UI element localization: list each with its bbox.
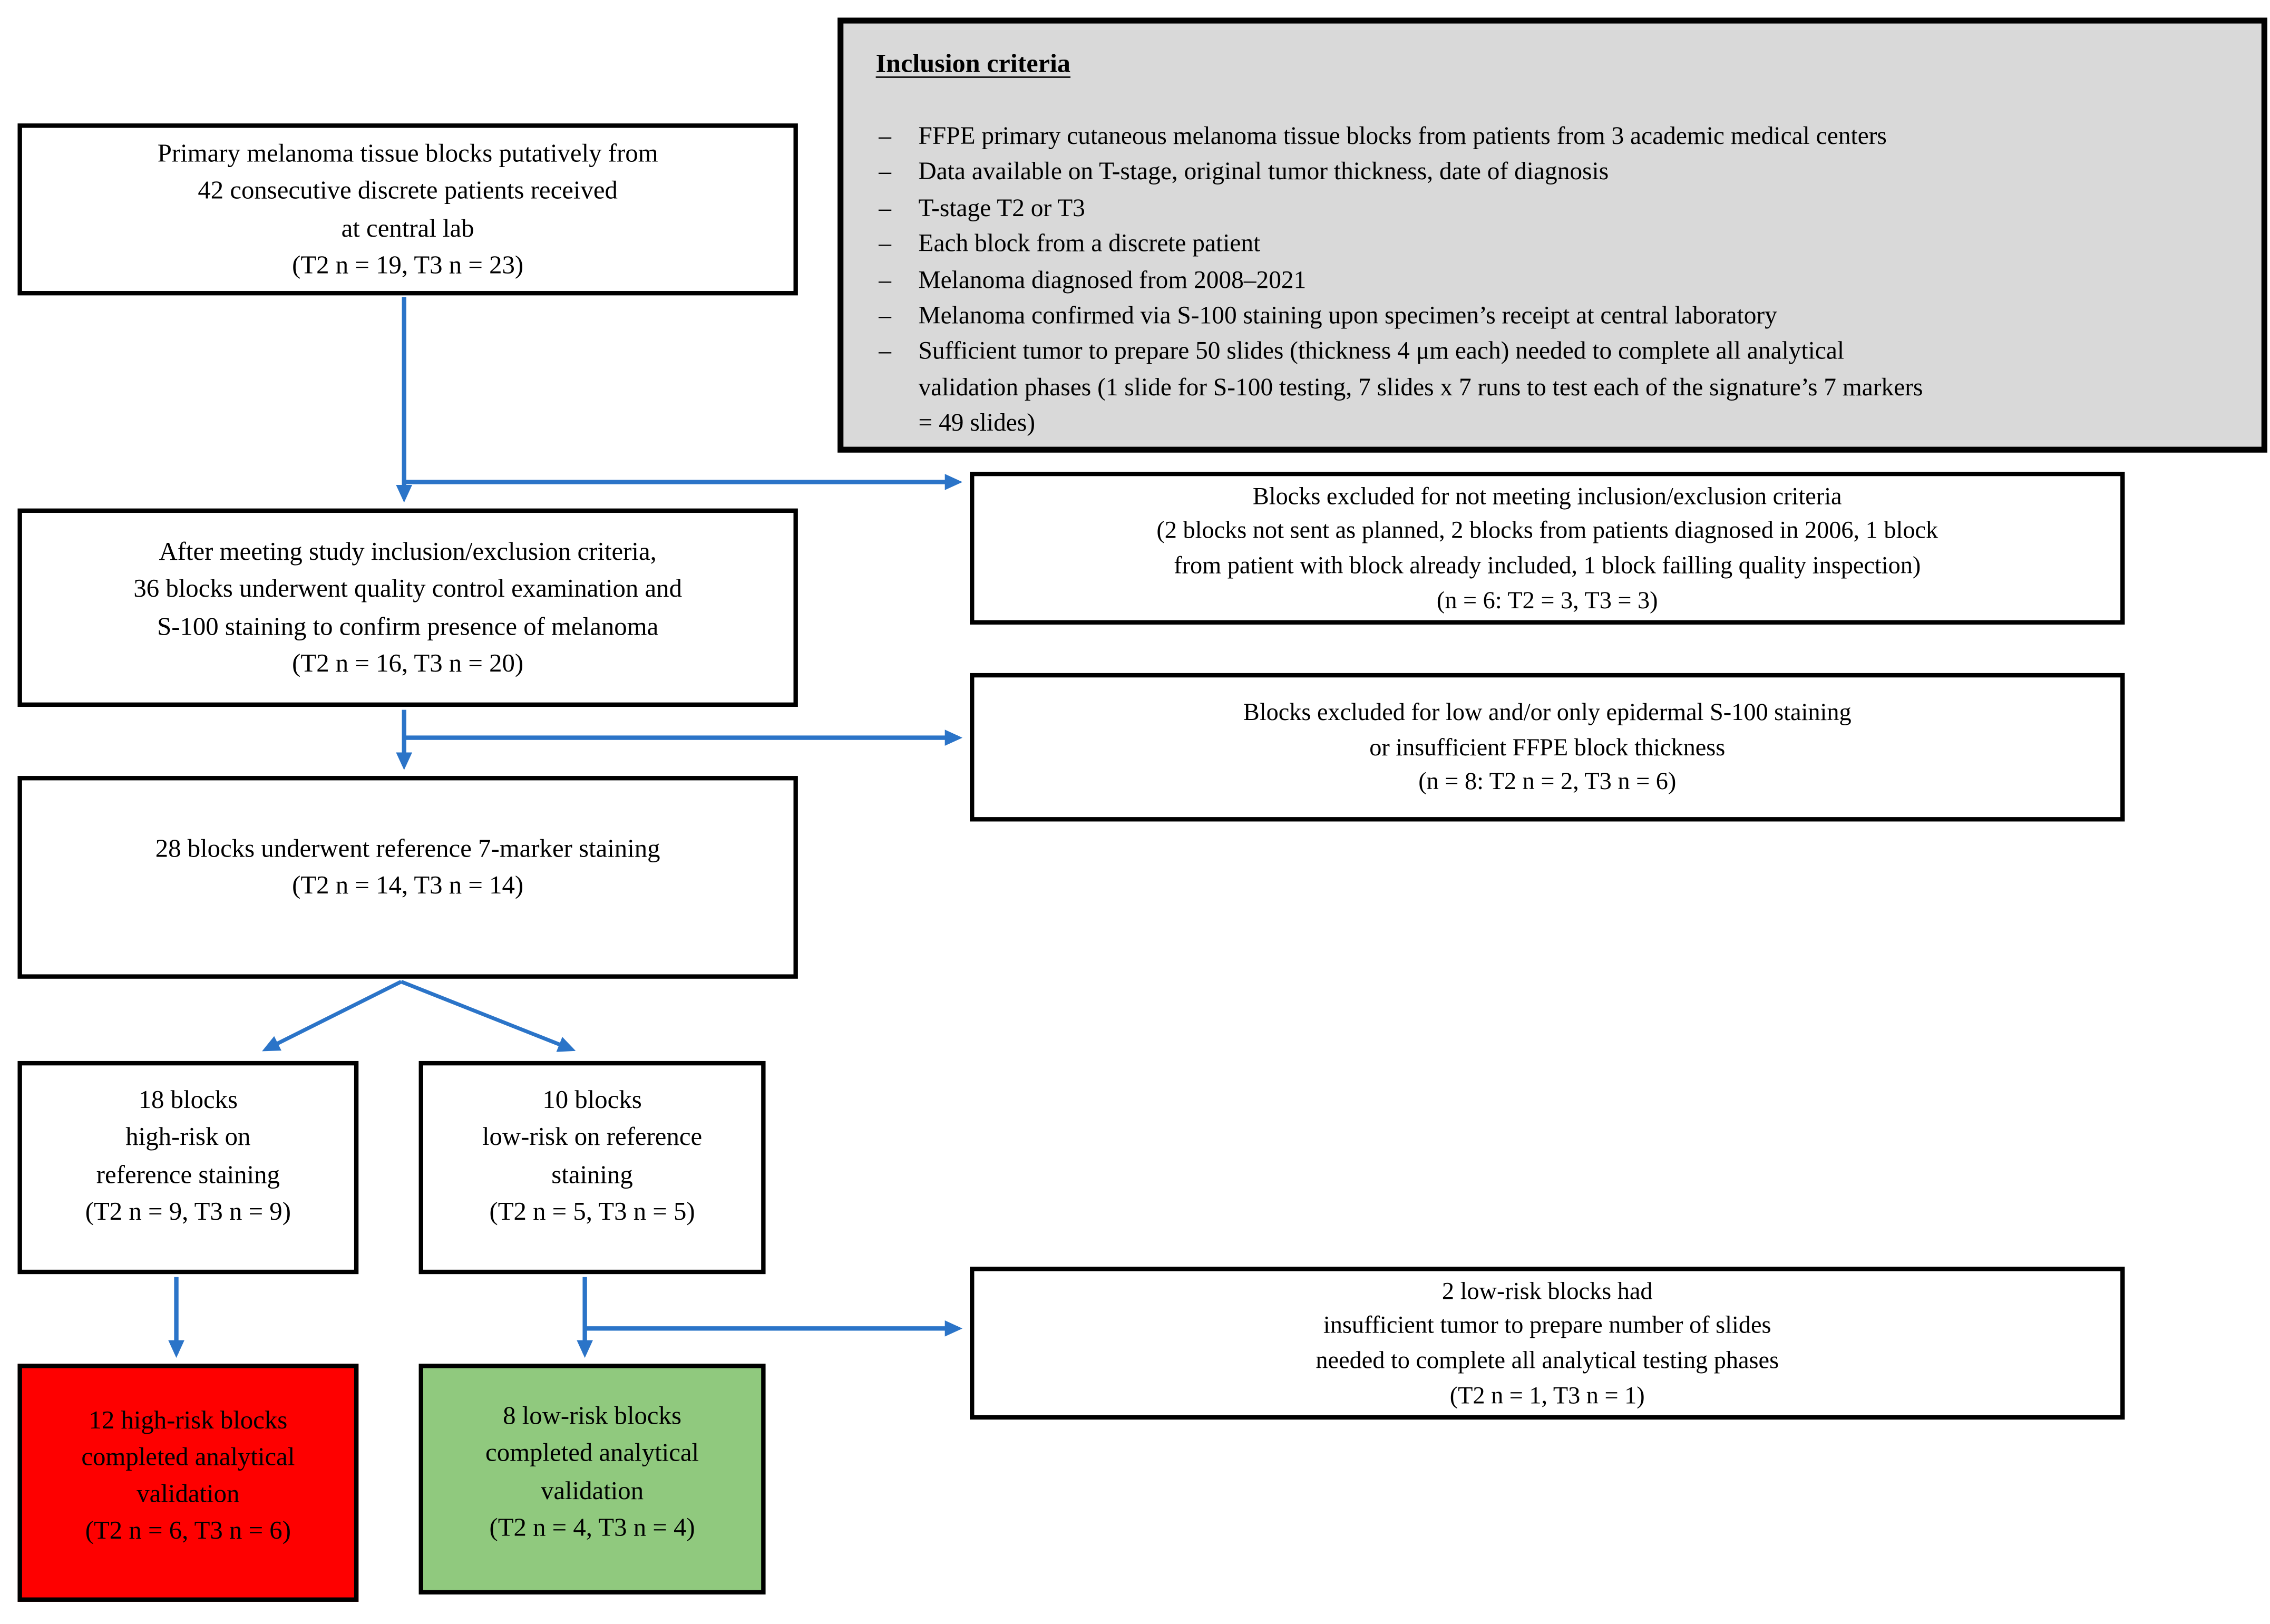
bullet-dash: – [879, 265, 891, 294]
inclusion-item: – Melanoma diagnosed from 2008–2021 [876, 262, 2241, 298]
inclusion-item-text: FFPE primary cutaneous melanoma tissue b… [918, 122, 1887, 150]
node-excluded-s100: Blocks excluded for low and/or only epid… [970, 673, 2125, 822]
node-high-risk-completed: 12 high-risk blocks completed analytical… [17, 1364, 359, 1602]
node-low-risk-10: 10 blocks low-risk on reference staining… [418, 1061, 766, 1275]
bullet-dash: – [879, 158, 891, 186]
inclusion-item: – Melanoma confirmed via S-100 staining … [876, 298, 2241, 334]
node-text: 18 blocks high-risk on reference stainin… [85, 1084, 291, 1226]
bullet-dash: – [879, 301, 891, 329]
bullet-dash: – [879, 122, 891, 150]
node-excluded-criteria: Blocks excluded for not meeting inclusio… [970, 471, 2125, 625]
inclusion-criteria-title: Inclusion criteria [875, 48, 1071, 78]
node-text: 10 blocks low-risk on reference staining… [482, 1084, 703, 1226]
inclusion-item: – T-stage T2 or T3 [876, 191, 2241, 227]
node-text: After meeting study inclusion/exclusion … [133, 536, 682, 677]
inclusion-item-text: T-stage T2 or T3 [918, 193, 1085, 222]
inclusion-item: – FFPE primary cutaneous melanoma tissue… [876, 119, 2241, 155]
node-text: Blocks excluded for low and/or only epid… [1243, 698, 1852, 796]
inclusion-item-text: Each block from a discrete patient [918, 229, 1261, 258]
bullet-dash: – [879, 229, 891, 258]
node-low-risk-insufficient: 2 low-risk blocks had insufficient tumor… [970, 1267, 2125, 1420]
bullet-dash: – [879, 337, 891, 365]
node-text: Primary melanoma tissue blocks putativel… [157, 138, 658, 279]
arrow-reference-to-low10 [400, 980, 576, 1052]
inclusion-item-text: Melanoma confirmed via S-100 staining up… [918, 301, 1777, 329]
node-text: Blocks excluded for not meeting inclusio… [1156, 482, 1938, 614]
inclusion-criteria-panel: Inclusion criteria – FFPE primary cutane… [837, 17, 2267, 453]
inclusion-item-text: Melanoma diagnosed from 2008–2021 [918, 265, 1307, 294]
node-primary-blocks: Primary melanoma tissue blocks putativel… [17, 123, 798, 296]
arrow-reference-to-high18 [262, 980, 402, 1052]
node-low-risk-completed: 8 low-risk blocks completed analytical v… [418, 1364, 766, 1594]
inclusion-item-text: Data available on T-stage, original tumo… [918, 158, 1609, 186]
node-text: 12 high-risk blocks completed analytical… [81, 1404, 295, 1545]
node-high-risk-18: 18 blocks high-risk on reference stainin… [17, 1061, 359, 1275]
node-text: 2 low-risk blocks had insufficient tumor… [1316, 1277, 1779, 1409]
node-text: 28 blocks underwent reference 7-marker s… [155, 833, 660, 900]
node-reference-staining: 28 blocks underwent reference 7-marker s… [17, 776, 798, 979]
inclusion-item: – Data available on T-stage, original tu… [876, 155, 2241, 191]
inclusion-item-text: Sufficient tumor to prepare 50 slides (t… [918, 337, 1923, 437]
node-after-criteria: After meeting study inclusion/exclusion … [17, 508, 798, 707]
node-text: 8 low-risk blocks completed analytical v… [485, 1401, 699, 1541]
bullet-dash: – [879, 193, 891, 222]
inclusion-item: – Sufficient tumor to prepare 50 slides … [876, 334, 2241, 442]
inclusion-item: – Each block from a discrete patient [876, 227, 2241, 262]
